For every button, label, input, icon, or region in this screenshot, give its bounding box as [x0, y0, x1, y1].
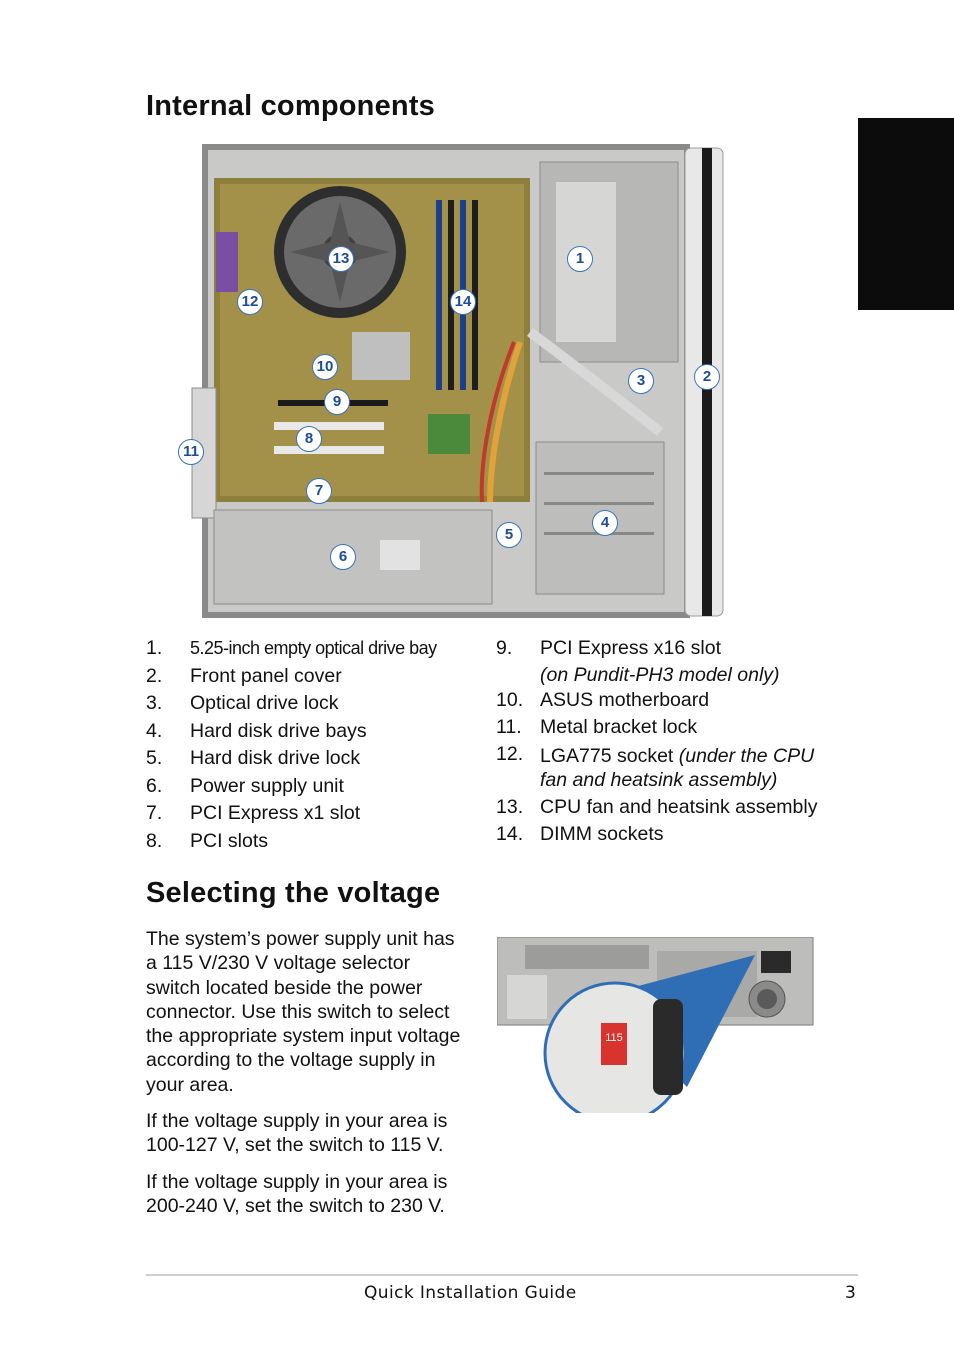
- marker-7: 7: [306, 478, 332, 504]
- switch-label: 115: [605, 1032, 623, 1044]
- marker-1: 1: [567, 246, 593, 272]
- components-list-right: 9.PCI Express x16 slot(on Pundit-PH3 mod…: [496, 635, 836, 849]
- components-list-left: 1.5.25-inch empty optical drive bay 2.Fr…: [146, 635, 476, 855]
- list-item: 14.DIMM sockets: [496, 823, 664, 845]
- rear-panel-illustration: 115: [496, 936, 814, 1125]
- voltage-paragraph-3: If the voltage supply in your area is 20…: [146, 1171, 448, 1218]
- marker-2: 2: [694, 364, 720, 390]
- marker-14: 14: [450, 289, 476, 315]
- list-item: 7.PCI Express x1 slot: [146, 802, 361, 824]
- list-item: 3.Optical drive lock: [146, 692, 339, 714]
- list-item: 13.CPU fan and heatsink assembly: [496, 795, 818, 818]
- list-item: 12.LGA775 socket (under the CPU fan and …: [496, 742, 815, 791]
- list-item: 9.PCI Express x16 slot(on Pundit-PH3 mod…: [496, 637, 780, 686]
- marker-8: 8: [296, 426, 322, 452]
- language-tab: [858, 118, 954, 310]
- list-item: 2.Front panel cover: [146, 664, 342, 687]
- list-item: 6.Power supply unit: [146, 774, 344, 797]
- list-item: 8.PCI slots: [146, 829, 269, 852]
- marker-5: 5: [496, 522, 522, 548]
- rear-panel-figure: 115: [496, 936, 815, 1125]
- footer-title: Quick Installation Guide: [364, 1283, 577, 1303]
- marker-6: 6: [330, 544, 356, 570]
- section-title-internal-components: Internal components: [146, 90, 435, 122]
- list-item: 1.5.25-inch empty optical drive bay: [146, 637, 437, 659]
- marker-3: 3: [628, 368, 654, 394]
- marker-13: 13: [328, 246, 354, 272]
- marker-9: 9: [324, 389, 350, 415]
- list-item: 4.Hard disk drive bays: [146, 719, 367, 742]
- page-number: 3: [845, 1283, 856, 1303]
- footer-divider: [146, 1274, 858, 1276]
- section-title-selecting-voltage: Selecting the voltage: [146, 877, 441, 909]
- list-item: 5.Hard disk drive lock: [146, 747, 361, 769]
- marker-11: 11: [178, 439, 204, 465]
- internal-components-figure: 1 2 3 4 5 6 7 8 9 10 11 12 13 14: [178, 142, 730, 620]
- marker-10: 10: [312, 354, 338, 380]
- chassis-illustration: [191, 144, 724, 618]
- voltage-paragraph-1: The system’s power supply unit has a 115…: [146, 928, 461, 1096]
- marker-4: 4: [592, 510, 618, 536]
- voltage-paragraph-2: If the voltage supply in your area is 10…: [146, 1110, 448, 1157]
- list-item: 11.Metal bracket lock: [496, 716, 698, 738]
- list-item: 10.ASUS motherboard: [496, 688, 710, 711]
- marker-12: 12: [237, 289, 263, 315]
